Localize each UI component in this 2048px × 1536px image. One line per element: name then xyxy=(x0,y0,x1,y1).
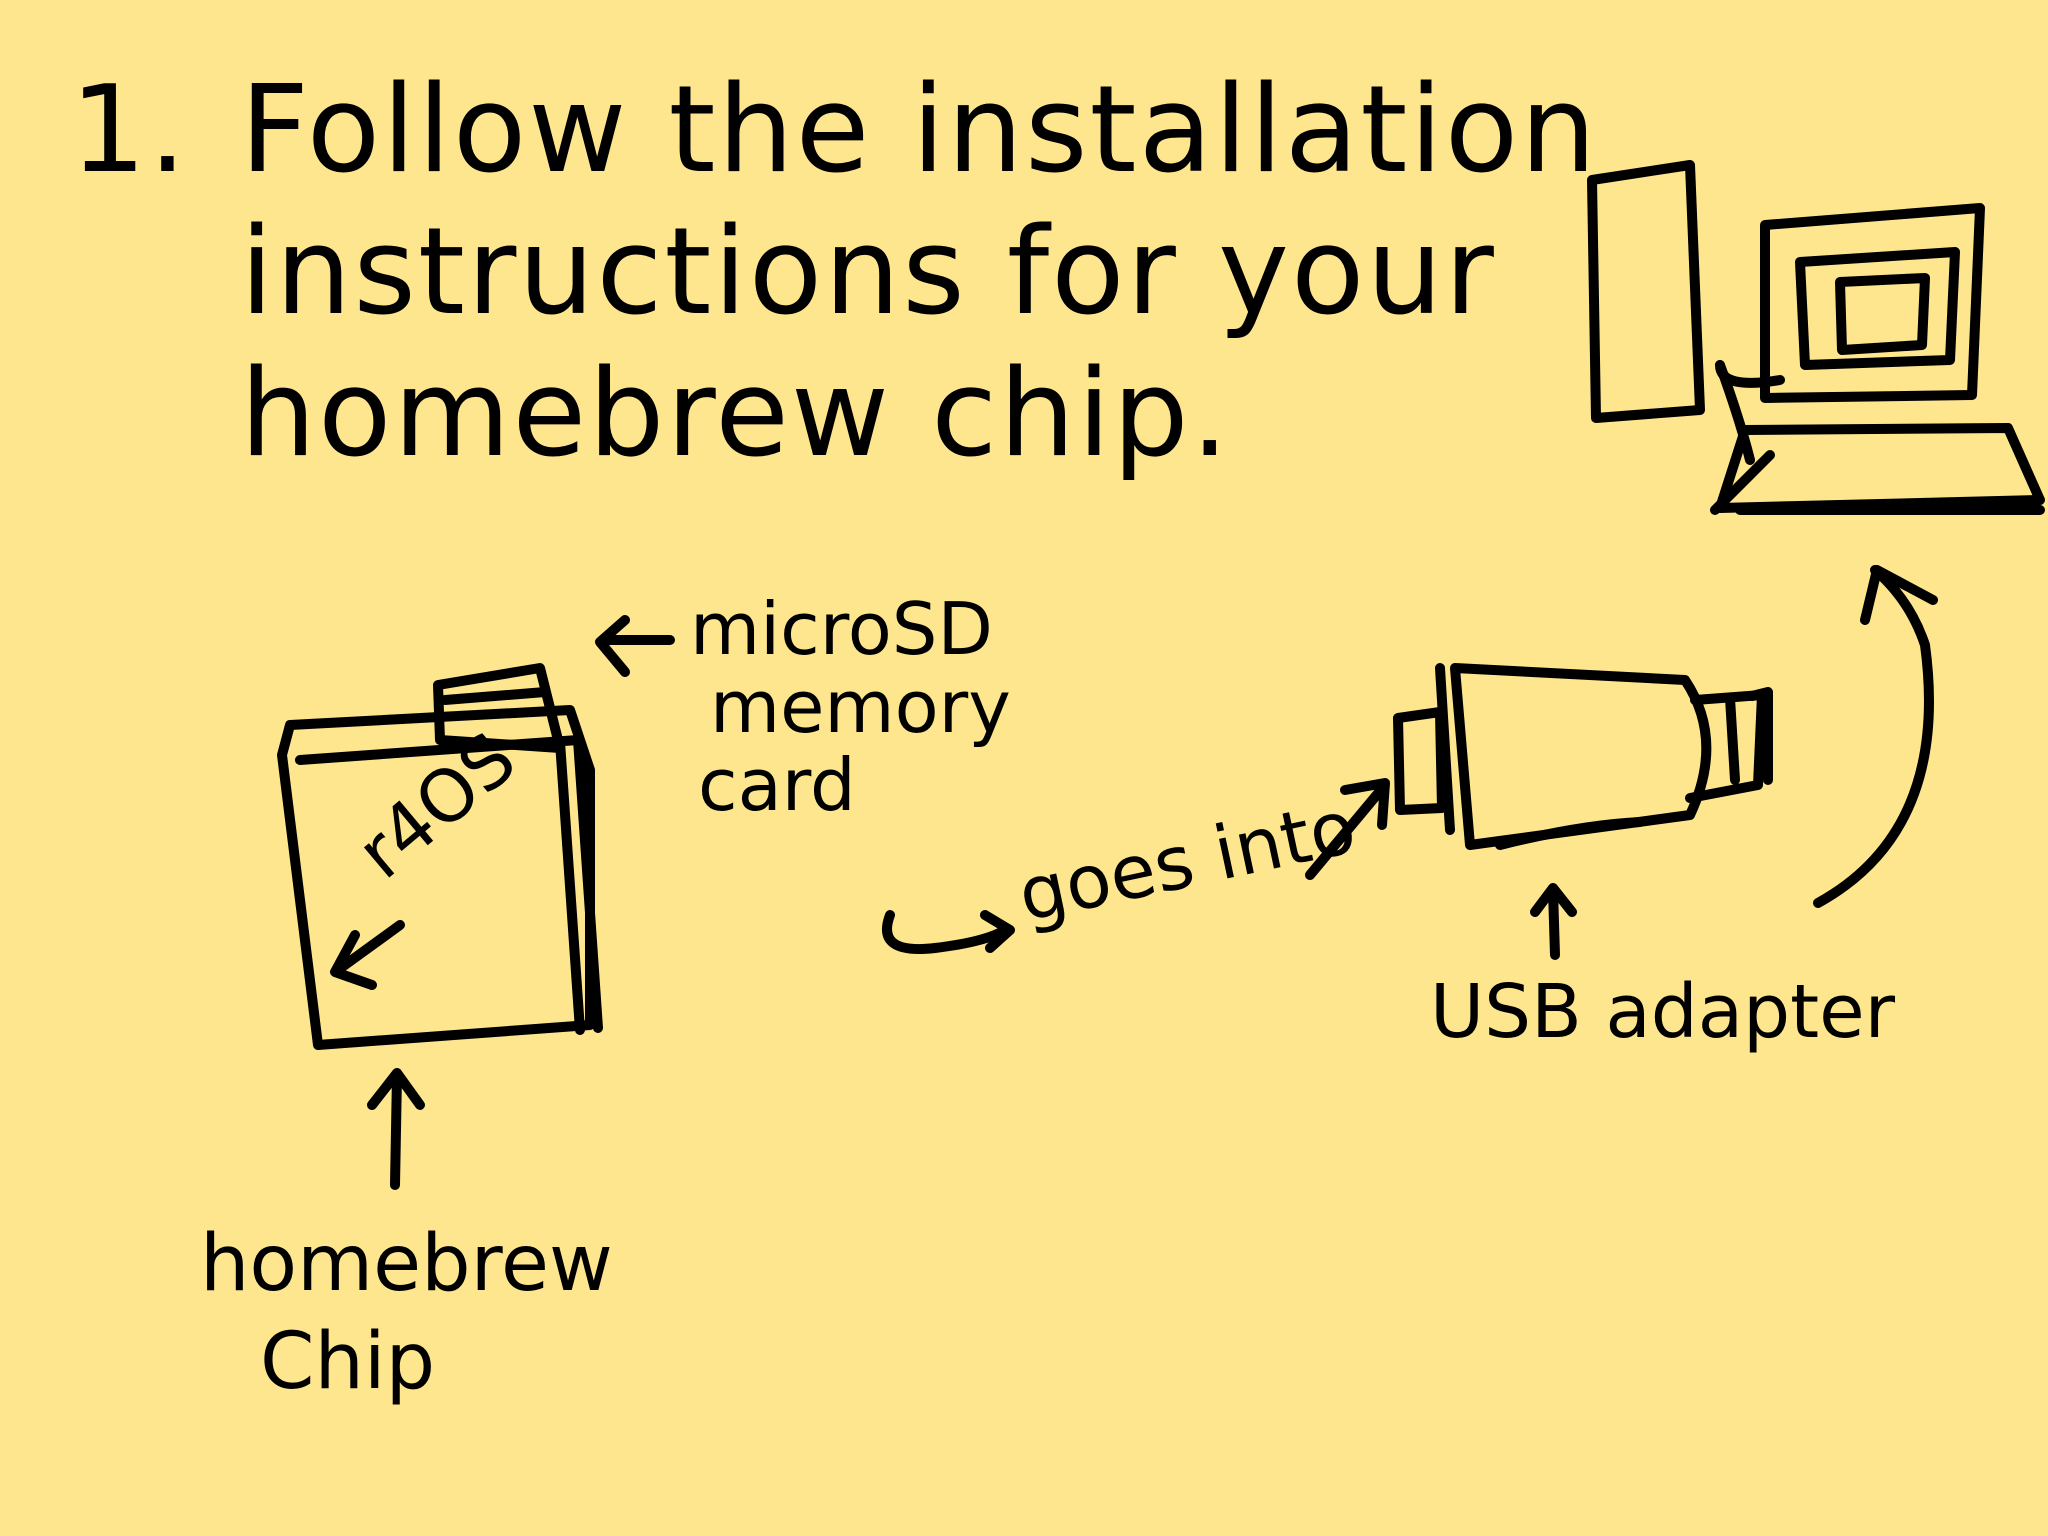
chip-marking-arrow xyxy=(330,920,405,990)
curved-arrow-to-computer xyxy=(1813,565,1938,908)
microsd-label-line-3: card xyxy=(698,743,856,827)
microsd-label-line-2: memory xyxy=(710,665,1011,749)
homebrew-chip-label-line-2: Chip xyxy=(260,1317,436,1407)
instruction-line-2: instructions for your xyxy=(240,203,1496,342)
microsd-label: microSD memory card xyxy=(690,590,1011,824)
microsd-pointer-arrow xyxy=(595,615,675,677)
goes-into-hook-arrow xyxy=(882,910,1015,954)
usb-adapter-label: USB adapter xyxy=(1430,969,1896,1055)
homebrew-chip-pointer-arrow xyxy=(367,1068,425,1190)
microsd-label-line-1: microSD xyxy=(690,587,993,671)
instruction-text: 1. Follow the installation instructions f… xyxy=(70,60,1598,486)
usb-adapter-sketch xyxy=(1393,663,1773,850)
instruction-line-1: Follow the installation xyxy=(240,61,1599,200)
homebrew-chip-label-line-1: homebrew xyxy=(200,1219,613,1309)
usb-adapter-pointer-arrow xyxy=(1530,883,1577,960)
step-number: 1. xyxy=(70,61,189,200)
goes-into-pointer-arrow xyxy=(1305,778,1390,880)
homebrew-chip-label: homebrew Chip xyxy=(200,1215,613,1411)
homebrew-chip-sketch xyxy=(277,705,603,1050)
computer-icon xyxy=(1587,160,2045,515)
instruction-line-3: homebrew chip. xyxy=(240,345,1231,484)
